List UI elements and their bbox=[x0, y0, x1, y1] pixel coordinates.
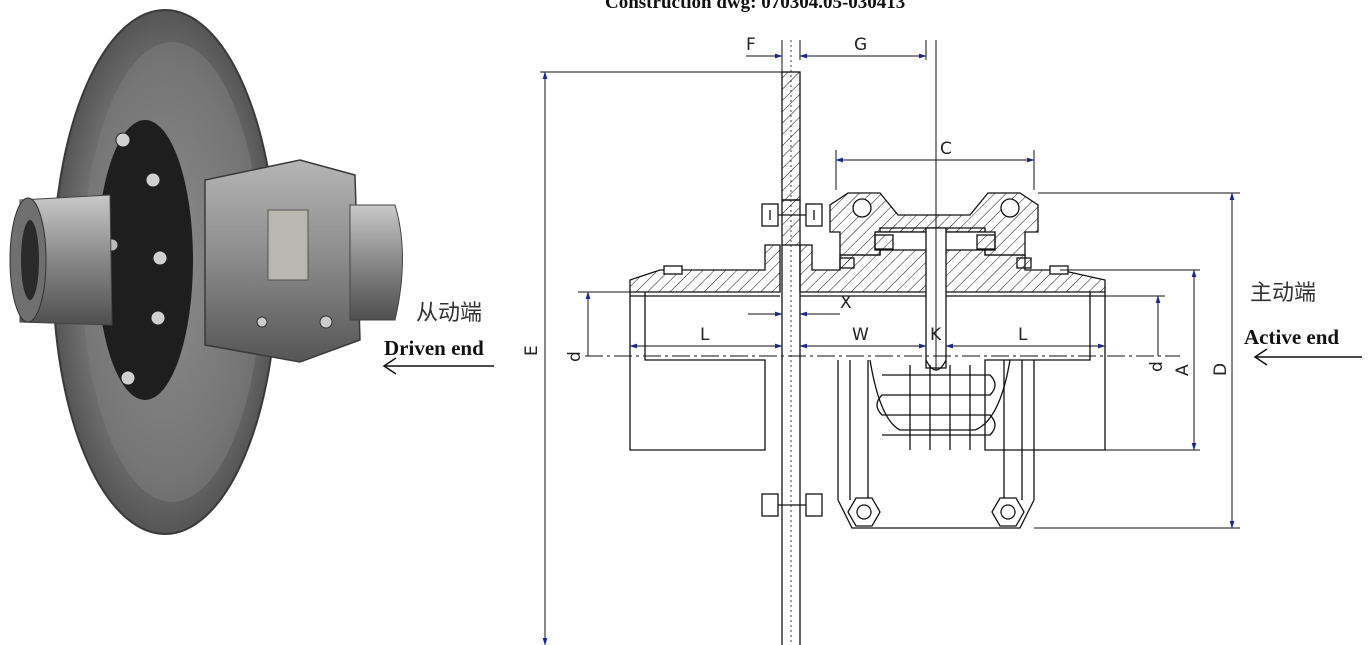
dim-w: W bbox=[852, 325, 869, 345]
dim-l-left: L bbox=[700, 325, 710, 345]
dim-l-right: L bbox=[1018, 325, 1028, 345]
dim-x: X bbox=[840, 293, 852, 313]
active-arrow-icon bbox=[1253, 348, 1362, 366]
dim-f: F bbox=[746, 35, 756, 55]
active-end-cn: 主动端 bbox=[1250, 281, 1316, 306]
drawing-title: Construction dwg: 070304.05-030413 bbox=[605, 0, 905, 13]
dim-a: A bbox=[1173, 364, 1193, 376]
dim-g: G bbox=[854, 35, 867, 55]
driven-end-en: Driven end bbox=[384, 336, 484, 360]
driven-end-cn: 从动端 bbox=[416, 301, 482, 326]
dim-k: K bbox=[930, 325, 942, 345]
dimension-lines bbox=[540, 40, 1240, 645]
dim-d-outer: D bbox=[1211, 363, 1231, 376]
dim-d-right: d bbox=[1147, 361, 1167, 372]
dim-c: C bbox=[940, 139, 952, 159]
driven-arrow-icon bbox=[382, 357, 494, 375]
dim-e: E bbox=[522, 345, 542, 356]
coupling-photo-icon bbox=[9, 9, 403, 535]
active-end-en: Active end bbox=[1244, 325, 1339, 349]
coupling-section-drawing bbox=[585, 40, 1180, 645]
dim-d-left: d bbox=[565, 351, 585, 362]
